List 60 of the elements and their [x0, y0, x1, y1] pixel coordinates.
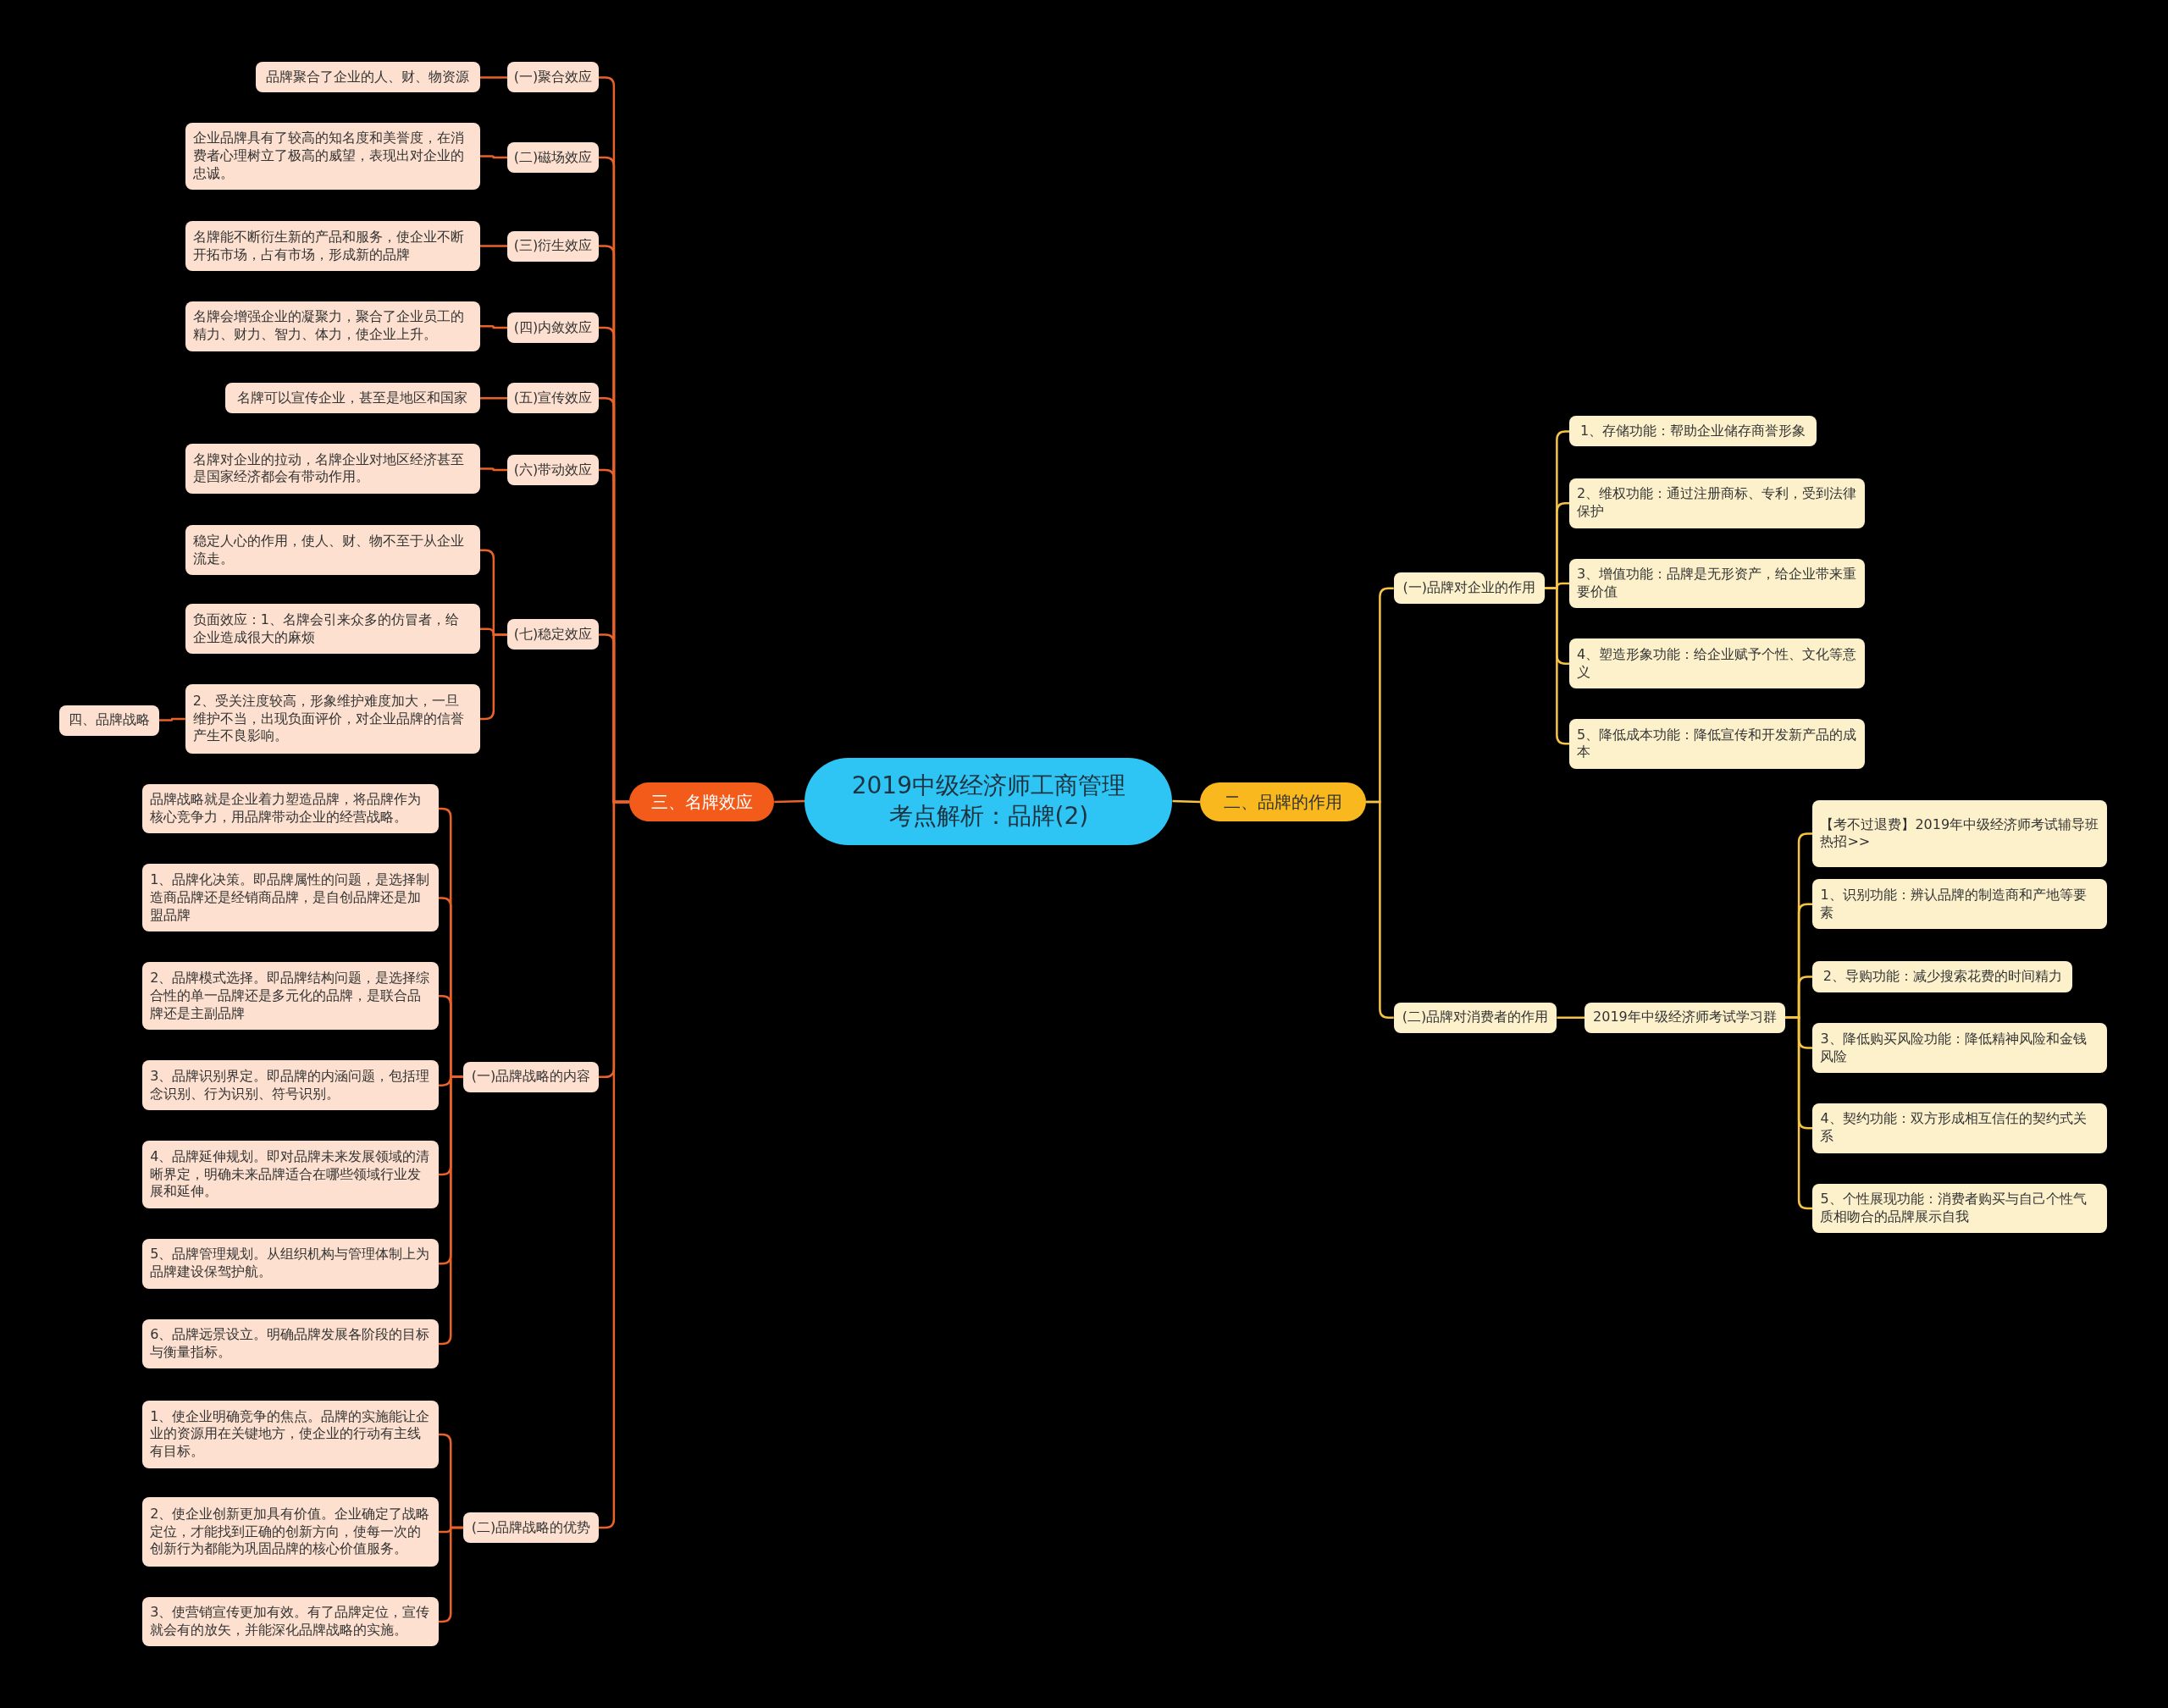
- topic-box: (二)品牌对消费者的作用: [1393, 1002, 1557, 1033]
- topic-box: (一)品牌战略的内容: [462, 1061, 599, 1092]
- branch-topic: 二、品牌的作用: [1200, 782, 1367, 821]
- topic-box: 四、品牌战略: [59, 705, 159, 736]
- topic-box: 3、品牌识别界定。即品牌的内涵问题，包括理念识别、行为识别、符号识别。: [142, 1060, 439, 1110]
- topic-box: 2、导购功能：减少搜索花费的时间精力: [1812, 960, 2073, 993]
- topic-box: 5、品牌管理规划。从组织机构与管理体制上为品牌建设保驾护航。: [142, 1238, 439, 1289]
- topic-box: (二)品牌战略的优势: [462, 1512, 599, 1543]
- connector: [479, 467, 508, 472]
- connector: [479, 325, 508, 329]
- connector: [1172, 799, 1201, 804]
- connector: [1366, 800, 1394, 1019]
- topic-box: (二)磁场效应: [507, 142, 599, 174]
- topic-box: 3、增值功能：品牌是无形资产，给企业带来重要价值: [1569, 558, 1866, 609]
- connector: [1784, 1016, 1813, 1210]
- topic-box: (七)稳定效应: [507, 619, 599, 650]
- branch-topic: 三、名牌效应: [628, 782, 775, 821]
- central-topic: 2019中级经济师工商管理考点解析：品牌(2): [805, 757, 1173, 845]
- topic-box: 2019年中级经济师考试学习群: [1585, 1002, 1785, 1033]
- topic-box: (四)内敛效应: [507, 312, 599, 343]
- topic-box: 3、降低购买风险功能：降低精神风险和金钱风险: [1812, 1023, 2108, 1073]
- connector: [479, 76, 508, 79]
- topic-box: 稳定人心的作用，使人、财、物不至于从企业流走。: [185, 525, 480, 576]
- topic-box: (五)宣传效应: [507, 383, 599, 414]
- topic-box: 名牌对企业的拉动，名牌企业对地区经济甚至是国家经济都会有带动作用。: [185, 444, 480, 494]
- connector: [158, 717, 185, 721]
- topic-box: 【考不过退费】2019年中级经济师考试辅导班热招>>: [1812, 800, 2108, 867]
- topic-box: 企业品牌具有了较高的知名度和美誉度，在消费者心理树立了极高的威望，表现出对企业的忠诚。: [185, 123, 480, 190]
- topic-box: 1、识别功能：辨认品牌的制造商和产地等要素: [1812, 879, 2108, 930]
- topic-box: 1、存储功能：帮助企业储存商誉形象: [1569, 416, 1817, 447]
- connector: [774, 799, 805, 804]
- topic-box: 6、品牌远景设立。明确品牌发展各阶段的目标与衡量指标。: [142, 1318, 439, 1369]
- topic-box: 品牌战略就是企业着力塑造品牌，将品牌作为核心竞争力，用品牌带动企业的经营战略。: [142, 783, 439, 834]
- topic-box: 4、塑造形象功能：给企业赋予个性、文化等意义: [1569, 638, 1866, 689]
- topic-box: 2、维权功能：通过注册商标、专利，受到法律保护: [1569, 478, 1866, 528]
- connector: [1557, 1016, 1585, 1019]
- connector: [598, 800, 629, 1529]
- topic-box: (六)带动效应: [507, 455, 599, 486]
- topic-box: 4、契约功能：双方形成相互信任的契约式关系: [1812, 1103, 2108, 1153]
- topic-box: 2、使企业创新更加具有价值。企业确定了战略定位，才能找到正确的创新方向，使每一次的创新行为都能为巩固品牌的核心价值服务。: [142, 1497, 439, 1567]
- topic-box: 2、品牌模式选择。即品牌结构问题，是选择综合性的单一品牌还是多元化的品牌，是联合品牌还是主副品牌: [142, 962, 439, 1031]
- topic-box: 5、个性展现功能：消费者购买与自己个性气质相吻合的品牌展示自我: [1812, 1183, 2108, 1234]
- topic-box: 1、使企业明确竞争的焦点。品牌的实施能让企业的资源用在关键地方，使企业的行动有主线有目标。: [142, 1400, 439, 1468]
- topic-box: (一)聚合效应: [507, 62, 599, 93]
- topic-box: 名牌会增强企业的凝聚力，聚合了企业员工的精力、财力、智力、体力，使企业上升。: [185, 301, 480, 351]
- topic-box: 负面效应：1、名牌会引来众多的仿冒者，给企业造成很大的麻烦: [185, 604, 480, 655]
- connector: [479, 245, 508, 247]
- connector: [479, 396, 508, 400]
- topic-box: 名牌可以宣传企业，甚至是地区和国家: [225, 383, 480, 414]
- connector: [479, 633, 508, 721]
- topic-box: 1、品牌化决策。即品牌属性的问题，是选择制造商品牌还是经销商品牌，是自创品牌还是加盟品牌: [142, 864, 439, 932]
- topic-box: (一)品牌对企业的作用: [1393, 572, 1545, 605]
- topic-box: 4、品牌延伸规划。即对品牌未来发展领域的清晰界定，明确未来品牌适合在哪些领域行业发展和延伸。: [142, 1140, 439, 1208]
- topic-box: 3、使营销宣传更加有效。有了品牌定位，宣传就会有的放矢，并能深化品牌战略的实施。: [142, 1596, 439, 1647]
- topic-box: 名牌能不断衍生新的产品和服务，使企业不断开拓市场，占有市场，形成新的品牌: [185, 221, 480, 271]
- topic-box: (三)衍生效应: [507, 230, 599, 262]
- topic-box: 2、受关注度较高，形象维护难度加大，一旦维护不当，出现负面评价，对企业品牌的信誉产生不良影响。: [185, 684, 480, 754]
- connector: [479, 155, 508, 159]
- topic-box: 品牌聚合了企业的人、财、物资源: [256, 62, 480, 93]
- topic-box: 5、降低成本功能：降低宣传和开发新产品的成本: [1569, 718, 1866, 769]
